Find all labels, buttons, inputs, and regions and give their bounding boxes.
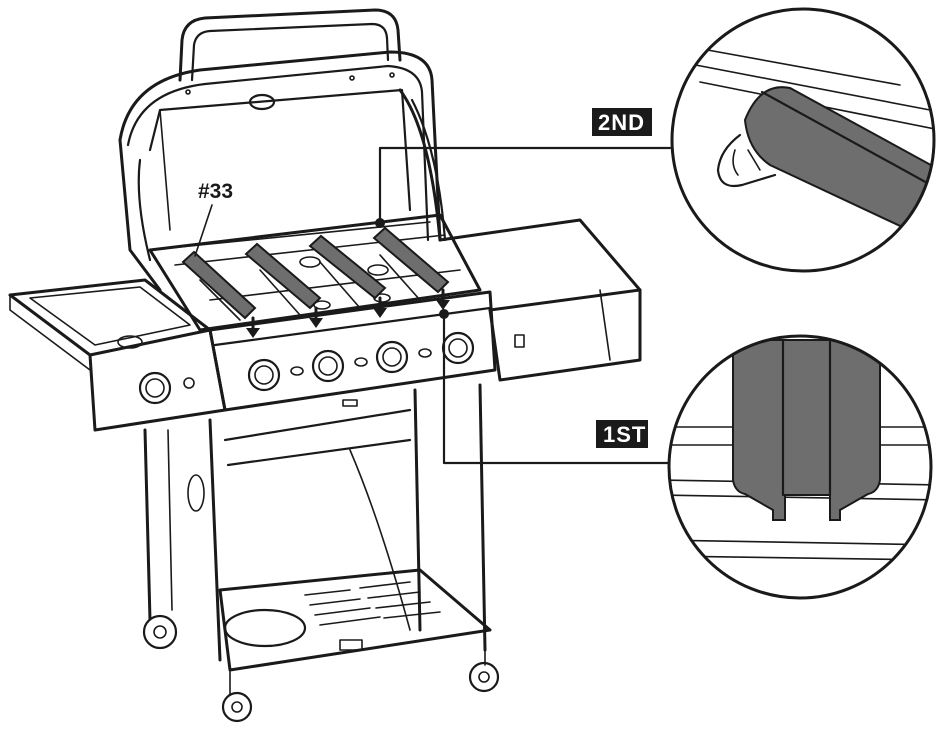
tag-2nd-text: 2ND — [598, 110, 645, 135]
callout-2nd-leader — [375, 146, 672, 228]
grill-cart — [142, 383, 500, 723]
heat-shield-3 — [308, 234, 387, 300]
part-number-label: #33 — [198, 180, 233, 203]
right-side-shelf — [438, 218, 642, 382]
callout-1st-leader — [439, 309, 678, 465]
tag-1st: 1ST — [596, 420, 648, 448]
burner-knob-3 — [375, 340, 409, 374]
detail-view-1st — [667, 334, 933, 600]
heat-shield-2 — [244, 242, 322, 310]
part-leader-line — [194, 204, 213, 257]
caster-wheel-front-left — [221, 691, 253, 723]
arrow-down-icon — [246, 316, 260, 338]
arrow-down-icon — [309, 306, 323, 328]
burner-knob-1 — [247, 358, 281, 392]
tag-2nd: 2ND — [592, 108, 652, 136]
side-burner-shelf — [8, 278, 227, 432]
burner-knob-4 — [441, 331, 475, 365]
caster-wheel-front-right — [468, 661, 500, 693]
detail-view-2nd — [670, 7, 936, 273]
arrow-down-icon — [373, 296, 387, 318]
side-burner-knob — [138, 371, 172, 405]
burner-knob-2 — [311, 349, 345, 383]
heat-shield-4 — [372, 226, 450, 294]
tag-1st-text: 1ST — [603, 422, 646, 447]
heat-shields — [181, 226, 450, 320]
arrow-down-icon — [436, 288, 450, 310]
wheel-rear-left — [142, 614, 178, 650]
heat-shield-1 — [181, 250, 257, 320]
